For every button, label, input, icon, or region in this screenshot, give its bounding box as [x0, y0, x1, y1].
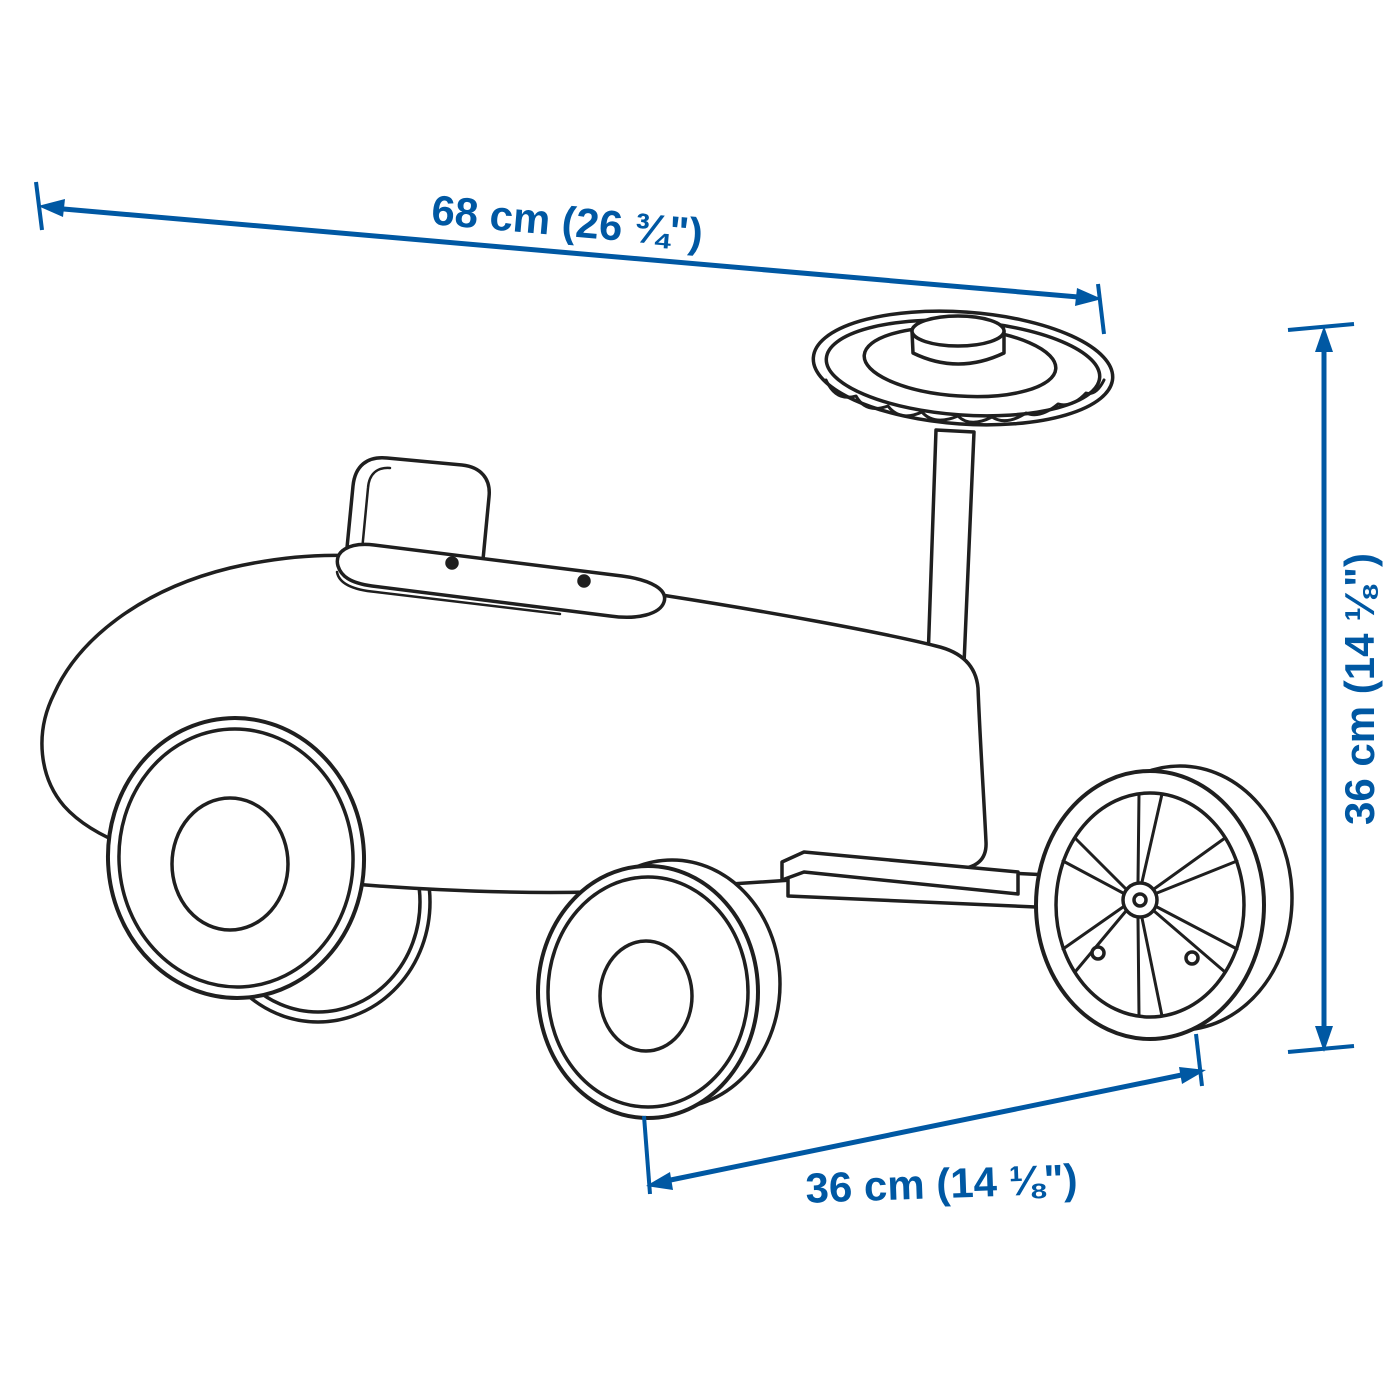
seat-screw-left: [445, 556, 459, 570]
rear-wheel-hub-center: [1132, 892, 1148, 908]
width-extension-tick-right: [1096, 283, 1106, 335]
depth-extension-tick-right: [1194, 1033, 1204, 1087]
seat-back-edge-line: [359, 466, 392, 563]
middle-wheel: [536, 858, 782, 1120]
width-arrow-right: [1075, 288, 1102, 306]
height-arrow-top: [1315, 326, 1333, 352]
depth-arrow-right: [1179, 1067, 1206, 1084]
middle-wheel-tire-inner: [546, 875, 750, 1109]
depth-dimension: 36 cm (14 ⅛"): [642, 1033, 1206, 1212]
depth-extension-tick-left: [642, 1115, 652, 1195]
seat-board-edge-line: [335, 570, 562, 616]
depth-dimension-line: [655, 1069, 1197, 1186]
rear-wheel-bolt-left: [1090, 945, 1106, 961]
height-dimension: 36 cm (14 ⅛"): [1287, 322, 1383, 1054]
steering-wheel-hub-top: [910, 314, 1006, 348]
front-wheel-tire-inner: [117, 727, 355, 989]
front-wheel-hub: [170, 796, 290, 932]
rear-wheel-bolt-right: [1184, 950, 1200, 966]
rear-wheel-spokes: [1061, 792, 1239, 1018]
depth-arrow-left: [646, 1172, 673, 1190]
steering-wheel-scallops: [824, 378, 1106, 424]
width-arrow-left: [38, 199, 65, 217]
height-extension-tick-bottom: [1287, 1044, 1355, 1054]
seat-screw-right: [577, 574, 591, 588]
width-dimension-line: [51, 205, 1091, 301]
seat-back: [344, 456, 491, 572]
steering-column: [926, 428, 976, 666]
rear-wheel: [1034, 764, 1294, 1041]
seat-board: [335, 542, 667, 619]
height-arrow-bottom: [1315, 1026, 1333, 1052]
depth-dimension-label: 36 cm (14 ⅛"): [805, 1155, 1079, 1211]
footrest: [780, 850, 1020, 896]
middle-wheel-hub: [598, 939, 694, 1053]
height-extension-tick-top: [1287, 322, 1355, 332]
toy-car-illustration: [40, 309, 1294, 1120]
height-dimension-label: 36 cm (14 ⅛"): [1336, 553, 1383, 825]
steering-wheel: [811, 309, 1115, 427]
rear-wheel-rim-inner: [1054, 791, 1246, 1019]
rear-wheel-hub: [1121, 881, 1159, 919]
